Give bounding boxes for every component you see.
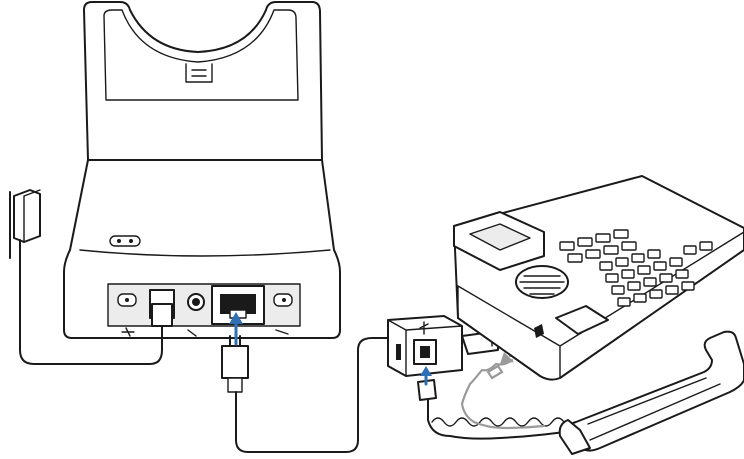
base-logo-icon (109, 235, 141, 247)
panel-legend-marks (121, 327, 289, 337)
headset-clip (185, 63, 213, 83)
power-plug (151, 303, 173, 327)
power-adapter (9, 189, 173, 365)
speaker-grille (515, 265, 569, 299)
disconnected-cord (460, 340, 546, 430)
telephone-cable (221, 312, 393, 453)
desk-phone (453, 175, 744, 381)
cable-to-splitter (235, 337, 393, 453)
phone-display (555, 305, 609, 335)
coil-plug (417, 379, 437, 401)
adapter-body (13, 189, 41, 243)
base-shoulder (79, 249, 331, 257)
config-switch (273, 293, 293, 307)
phone-keypad (559, 229, 713, 307)
base-cradle-inner (103, 9, 299, 101)
headset-base (63, 1, 341, 339)
splitter-handset-icon (419, 321, 429, 335)
power-cable (19, 239, 163, 365)
phone-handset (558, 330, 744, 455)
cable-plug-top (221, 345, 249, 379)
coiled-cord (417, 366, 579, 440)
